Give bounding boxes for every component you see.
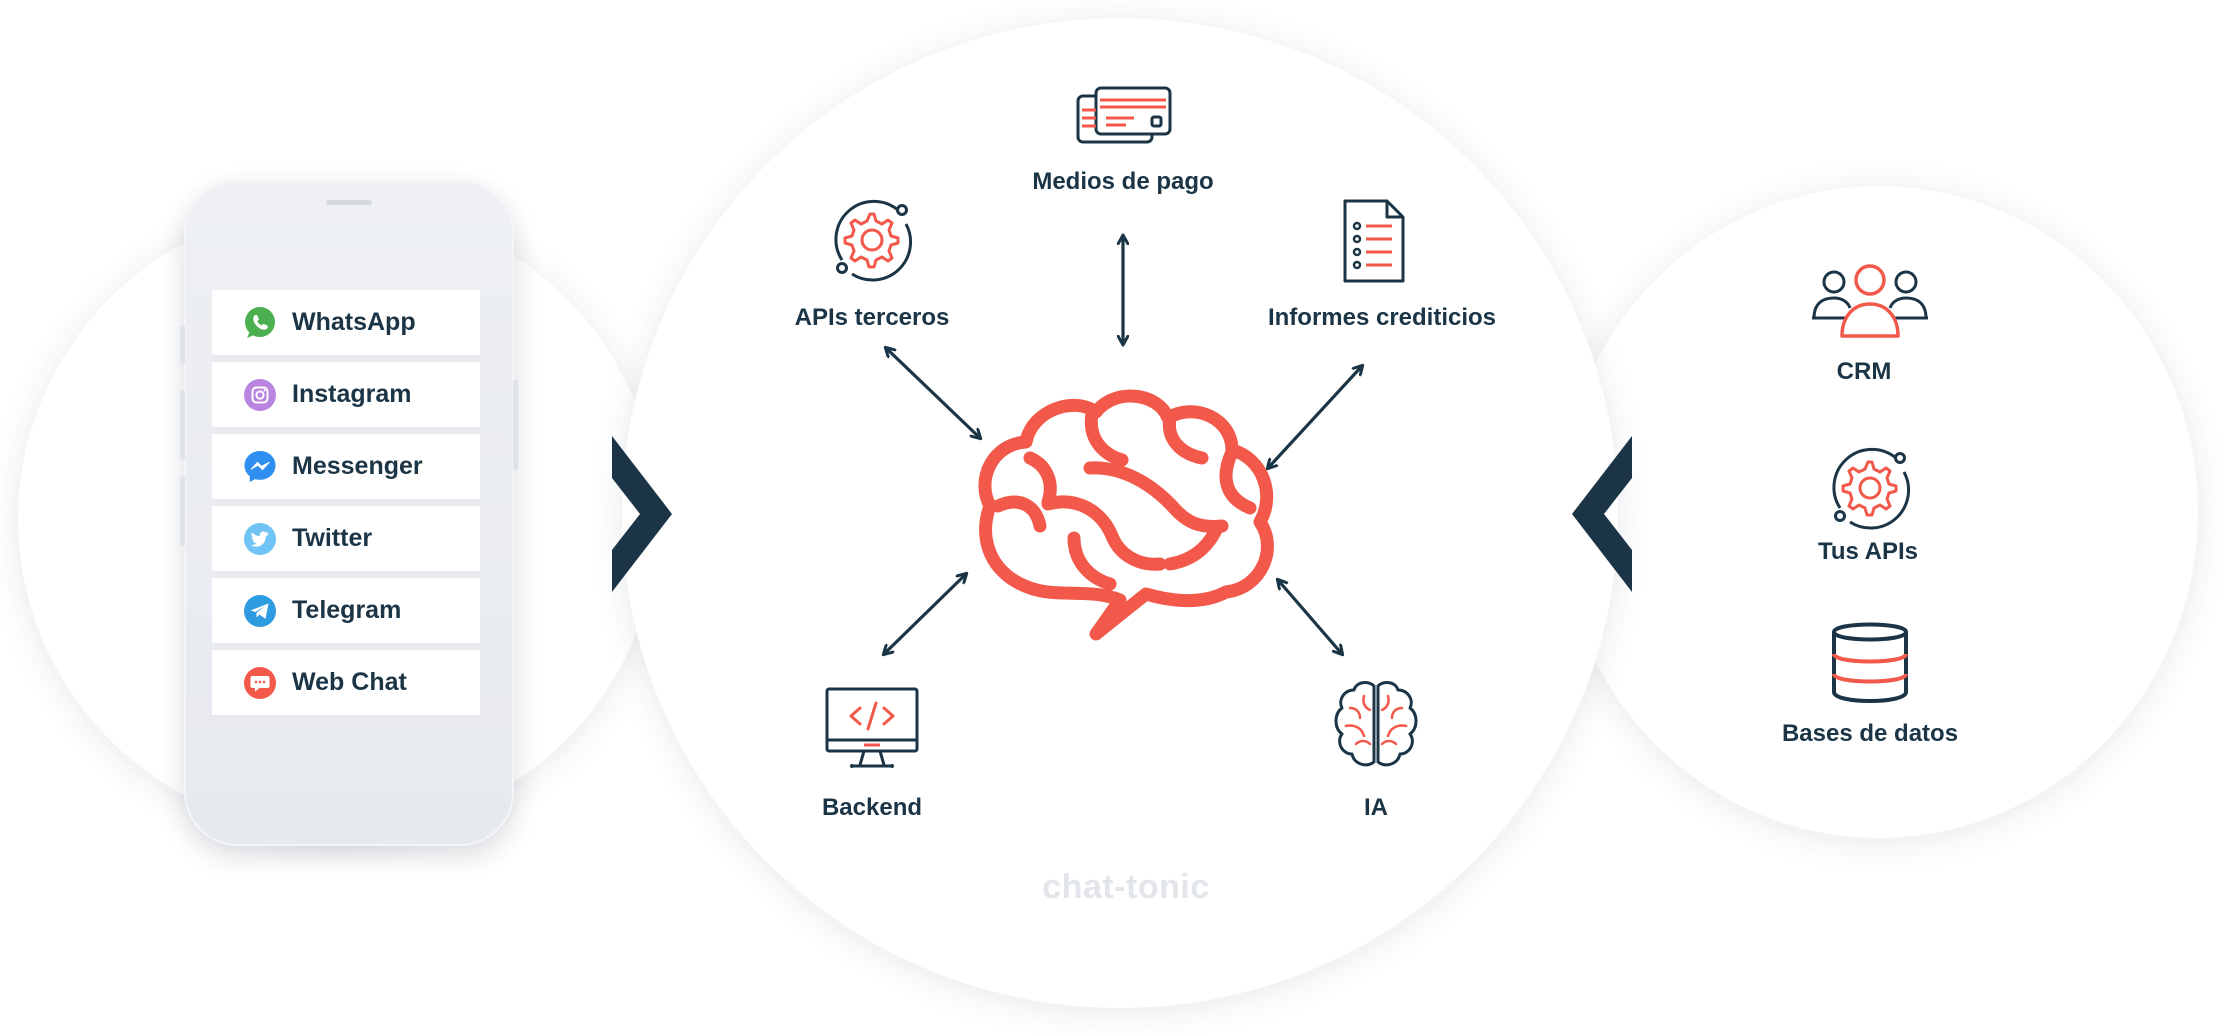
chevron-left-icon bbox=[1572, 436, 1632, 592]
phone-speaker bbox=[326, 200, 372, 205]
channel-label: WhatsApp bbox=[292, 308, 416, 336]
phone-side-button bbox=[513, 380, 518, 470]
channel-instagram[interactable]: Instagram bbox=[212, 362, 480, 434]
chevron-right-icon bbox=[612, 436, 672, 592]
code-monitor-icon bbox=[825, 687, 919, 768]
brain-icon bbox=[978, 389, 1274, 641]
document-list-icon bbox=[1343, 199, 1405, 283]
channel-label: Web Chat bbox=[292, 668, 407, 696]
label-ia: IA bbox=[1364, 794, 1388, 821]
telegram-icon bbox=[244, 594, 276, 627]
phone-side-button bbox=[180, 390, 185, 460]
channel-telegram[interactable]: Telegram bbox=[212, 578, 480, 650]
twitter-icon bbox=[244, 522, 276, 555]
phone-mockup: WhatsApp Instagram Messenger Twitter bbox=[180, 180, 518, 846]
arrow-ia bbox=[1278, 580, 1342, 654]
channel-list: WhatsApp Instagram Messenger Twitter bbox=[212, 290, 480, 715]
database-icon bbox=[1832, 622, 1908, 703]
channel-label: Messenger bbox=[292, 452, 423, 480]
channel-twitter[interactable]: Twitter bbox=[212, 506, 480, 578]
channel-web-chat[interactable]: Web Chat bbox=[212, 650, 480, 715]
gear-icon bbox=[1832, 447, 1911, 530]
brand-logo: chat-tonic bbox=[1042, 868, 1210, 906]
label-bases-de-datos: Bases de datos bbox=[1781, 720, 1959, 747]
hub-circle bbox=[622, 18, 1618, 1008]
label-crm: CRM bbox=[1836, 358, 1892, 385]
label-apis-terceros: APIs terceros bbox=[794, 304, 950, 331]
channel-label: Telegram bbox=[292, 596, 402, 624]
label-informes-crediticios: Informes crediticios bbox=[1267, 304, 1497, 331]
arrow-informes-crediticios bbox=[1268, 366, 1362, 468]
arrow-backend bbox=[884, 574, 966, 654]
messenger-icon bbox=[244, 450, 276, 482]
instagram-icon bbox=[244, 378, 276, 411]
whatsapp-icon bbox=[245, 306, 275, 338]
brain-ai-icon bbox=[1334, 681, 1418, 767]
channel-whatsapp[interactable]: WhatsApp bbox=[212, 290, 480, 362]
channel-messenger[interactable]: Messenger bbox=[212, 434, 480, 506]
arrow-apis-terceros bbox=[886, 348, 980, 438]
phone-side-button bbox=[180, 476, 185, 546]
credit-cards-icon bbox=[1076, 86, 1172, 144]
chat-bubble-icon bbox=[244, 666, 276, 699]
channel-label: Twitter bbox=[292, 524, 373, 552]
label-backend: Backend bbox=[821, 794, 923, 821]
users-icon bbox=[1812, 264, 1928, 338]
integrations-circle bbox=[1560, 186, 2198, 838]
label-tus-apis: Tus APIs bbox=[1817, 538, 1919, 565]
channel-label: Instagram bbox=[292, 380, 412, 408]
phone-side-button bbox=[180, 325, 185, 365]
gear-icon bbox=[834, 199, 913, 282]
label-medios-de-pago: Medios de pago bbox=[1032, 168, 1214, 195]
